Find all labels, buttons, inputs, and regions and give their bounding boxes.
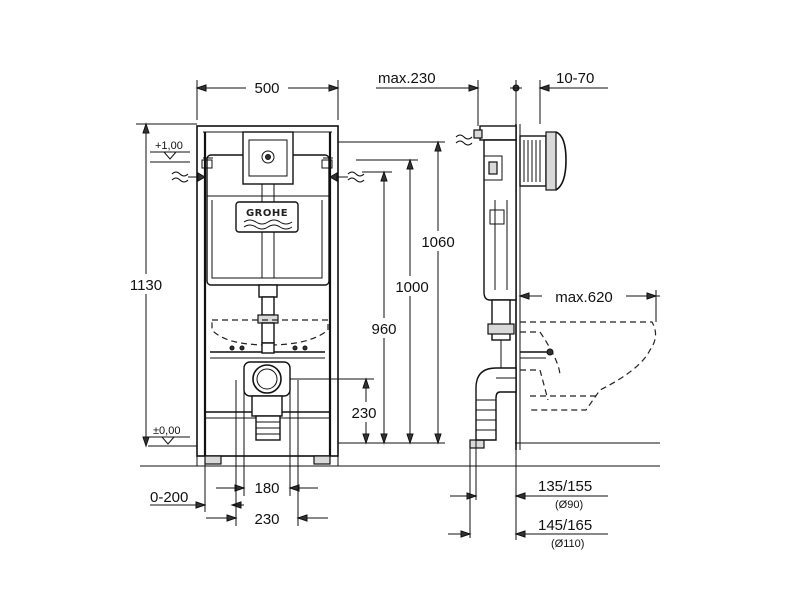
label-max-230: max.230: [378, 70, 436, 87]
label-230-height: 230: [351, 405, 376, 422]
brand-logo-text: GROHE: [246, 208, 288, 219]
dim-height-230: 230: [290, 377, 445, 445]
dim-width-180: 180: [216, 380, 318, 497]
bowl-side-dashed: [520, 321, 657, 411]
side-frame: [455, 124, 567, 450]
dim-max-230: max.230: [376, 70, 480, 126]
dim-height-1000: 1000: [356, 158, 436, 445]
level-top: +1,00: [150, 140, 190, 163]
label-500: 500: [254, 80, 279, 97]
label-230-width: 230: [254, 511, 279, 528]
label-145-165: 145/165: [538, 517, 592, 534]
dim-10-70: 10-70: [510, 70, 608, 124]
label-10-70: 10-70: [556, 70, 594, 87]
label-960: 960: [371, 321, 396, 338]
cistern: GROHE: [201, 131, 333, 286]
water-inlet-right: [328, 171, 365, 183]
dim-dn110: 145/165 (Ø110): [448, 448, 608, 550]
label-level-bottom: ±0,00: [153, 425, 180, 437]
label-0-200: 0-200: [150, 489, 188, 506]
front-frame: [196, 125, 339, 466]
label-180: 180: [254, 480, 279, 497]
side-waste-bend: [475, 367, 517, 441]
dim-dn90: 135/155 (Ø90): [450, 440, 608, 540]
label-135-155: 135/155: [538, 478, 592, 495]
label-dia-90: (Ø90): [555, 499, 583, 511]
label-1130: 1130: [130, 277, 162, 294]
label-level-top: +1,00: [155, 140, 183, 152]
dim-height-960: 960: [362, 170, 402, 445]
label-1060: 1060: [421, 234, 454, 251]
dim-height-1130: 1130: [122, 122, 197, 448]
dim-width-230: 230: [206, 380, 328, 528]
label-max-620: max.620: [555, 289, 613, 306]
water-inlet-left: [171, 171, 207, 183]
dim-width-500: 500: [195, 78, 340, 120]
dim-offset-0-200: 0-200: [150, 456, 244, 512]
mounting-plate: [210, 342, 325, 359]
dim-height-1060: 1060: [338, 140, 464, 445]
level-bottom: ±0,00: [148, 425, 197, 447]
bowl-front-dashed: [211, 319, 329, 346]
waste-outlet: [243, 361, 291, 441]
dim-max-620: max.620: [518, 286, 660, 322]
label-1000: 1000: [395, 279, 428, 296]
label-dia-110: (Ø110): [551, 538, 584, 550]
flush-pipe: [257, 284, 279, 344]
